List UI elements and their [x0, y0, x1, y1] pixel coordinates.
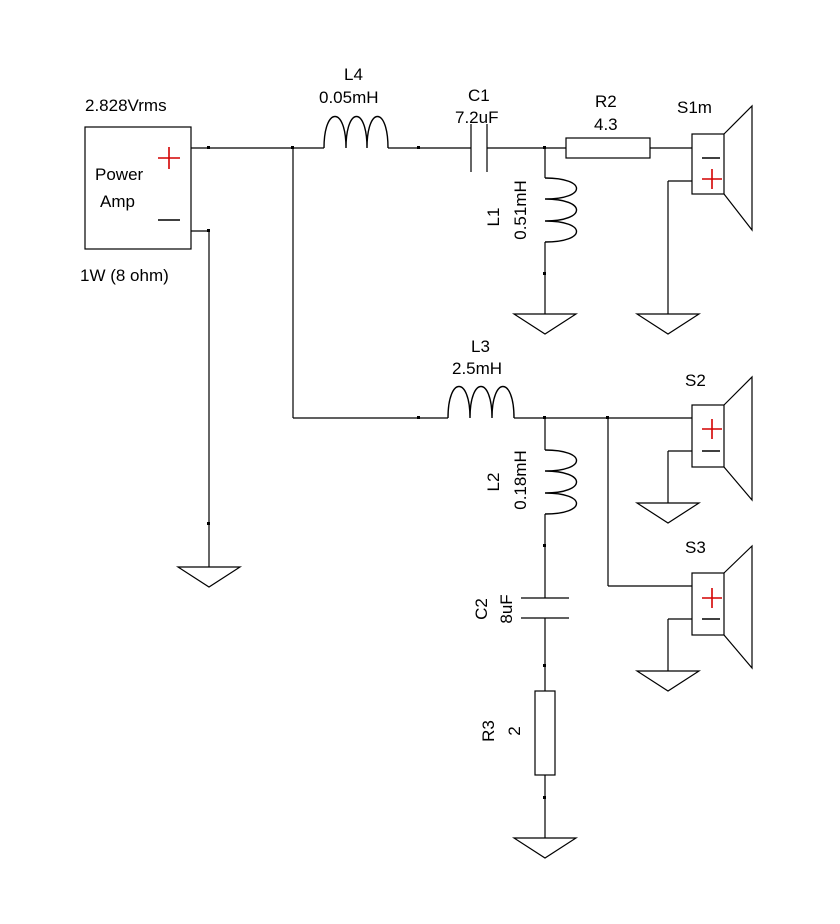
- source-plus-terminal-icon: [158, 147, 180, 169]
- l4-ref: L4: [344, 65, 363, 84]
- wiring: [191, 147, 692, 838]
- ground-icon: [634, 502, 702, 524]
- speaker-s3: S3: [685, 538, 753, 670]
- s3-ref: S3: [685, 538, 706, 557]
- inductor-l2: L2 0.18mH: [484, 449, 577, 515]
- speaker-s2: S2: [685, 371, 753, 502]
- c2-value: 8uF: [497, 594, 516, 623]
- c1-ref: C1: [468, 86, 490, 105]
- l2-ref: L2: [484, 473, 503, 492]
- l1-value: 0.51mH: [511, 180, 530, 240]
- speaker-s1m: S1m: [677, 98, 753, 232]
- s1m-ref: S1m: [677, 98, 712, 117]
- power-amp-box: [84, 126, 192, 250]
- r2-value: 4.3: [594, 115, 618, 134]
- capacitor-c1: C1 7.2uF: [455, 86, 498, 172]
- ground-icon: [634, 670, 702, 692]
- resistor-r2: R2 4.3: [565, 92, 651, 159]
- source-name-line2: Amp: [100, 192, 135, 211]
- c1-value: 7.2uF: [455, 108, 498, 127]
- capacitor-c2: C2 8uF: [472, 594, 569, 624]
- ground-icon: [511, 837, 579, 859]
- inductor-l4: L4 0.05mH: [319, 65, 389, 149]
- source-power-rating: 1W (8 ohm): [80, 266, 169, 285]
- l1-ref: L1: [484, 208, 503, 227]
- ground-icon: [511, 313, 579, 335]
- speaker-icon: [691, 375, 753, 502]
- grounds: [175, 313, 702, 859]
- source-name-line1: Power: [95, 165, 144, 184]
- inductor-l3: L3 2.5mH: [447, 337, 515, 419]
- resistor-r3: R3 2: [479, 690, 556, 776]
- speaker-icon: [691, 544, 753, 670]
- speaker-icon: [691, 104, 753, 232]
- power-amp-source: 2.828Vrms Power Amp 1W (8 ohm): [80, 96, 192, 285]
- s3-plus-terminal-icon: [702, 588, 722, 608]
- junction-dots: [207, 146, 609, 799]
- l3-value: 2.5mH: [452, 359, 502, 378]
- s2-ref: S2: [685, 371, 706, 390]
- inductor-l1: L1 0.51mH: [484, 177, 577, 243]
- source-voltage: 2.828Vrms: [85, 96, 167, 115]
- ground-icon: [634, 313, 702, 335]
- l4-value: 0.05mH: [319, 88, 379, 107]
- ground-icon: [175, 566, 243, 588]
- l2-value: 0.18mH: [511, 450, 530, 510]
- r3-value: 2: [505, 726, 524, 735]
- l3-ref: L3: [471, 337, 490, 356]
- s1m-plus-terminal-icon: [702, 169, 722, 189]
- c2-ref: C2: [472, 598, 491, 620]
- s2-plus-terminal-icon: [702, 419, 722, 439]
- r2-ref: R2: [595, 92, 617, 111]
- r3-ref: R3: [479, 720, 498, 742]
